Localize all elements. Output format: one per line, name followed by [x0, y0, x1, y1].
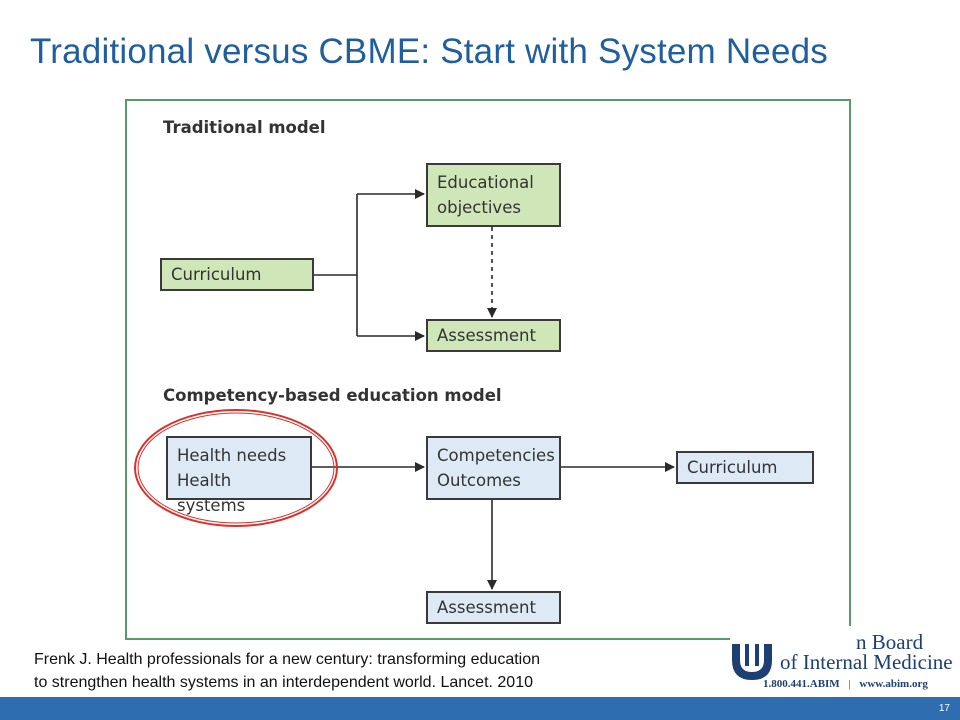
logo-separator: |: [848, 678, 851, 690]
abim-emblem-icon: [732, 644, 772, 680]
educational-objectives-box: Educational objectives: [426, 163, 561, 227]
objectives-line-2: objectives: [437, 198, 521, 217]
logo-phone: 1.800.441.ABIM: [763, 678, 840, 690]
competency-assessment-box: Assessment: [426, 591, 561, 624]
traditional-assessment-box: Assessment: [426, 319, 561, 352]
traditional-model-heading: Traditional model: [163, 118, 326, 137]
health-needs-line-2: Health systems: [177, 471, 246, 515]
traditional-assessment-label: Assessment: [437, 326, 536, 345]
competencies-line-2: Outcomes: [437, 471, 521, 490]
traditional-curriculum-label: Curriculum: [171, 265, 262, 284]
logo-website: www.abim.org: [859, 678, 928, 690]
competency-curriculum-box: Curriculum: [676, 451, 814, 484]
logo-contact: 1.800.441.ABIM | www.abim.org: [763, 678, 928, 690]
bottom-bar: 17: [0, 697, 960, 720]
page-number: 17: [938, 703, 950, 714]
objectives-line-1: Educational: [437, 173, 534, 192]
competency-assessment-label: Assessment: [437, 598, 536, 617]
citation-line-2: to strengthen health systems in an inter…: [34, 674, 533, 691]
traditional-curriculum-box: Curriculum: [160, 258, 314, 291]
abim-logo: n Board of Internal Medicine 1.800.441.A…: [730, 626, 960, 696]
logo-org-line-2: of Internal Medicine: [780, 650, 953, 674]
competencies-line-1: Competencies: [437, 446, 555, 465]
health-needs-box: Health needs Health systems: [166, 436, 312, 515]
competencies-outcomes-box: Competencies Outcomes: [426, 436, 561, 500]
health-needs-line-1: Health needs: [177, 446, 287, 465]
competency-curriculum-label: Curriculum: [687, 458, 778, 477]
citation: Frenk J. Health professionals for a new …: [34, 648, 724, 694]
slide-title: Traditional versus CBME: Start with Syst…: [30, 32, 829, 71]
competency-model-heading: Competency-based education model: [163, 386, 502, 405]
logo-org-line-1: n Board: [856, 630, 924, 654]
citation-line-1: Frenk J. Health professionals for a new …: [34, 651, 541, 668]
